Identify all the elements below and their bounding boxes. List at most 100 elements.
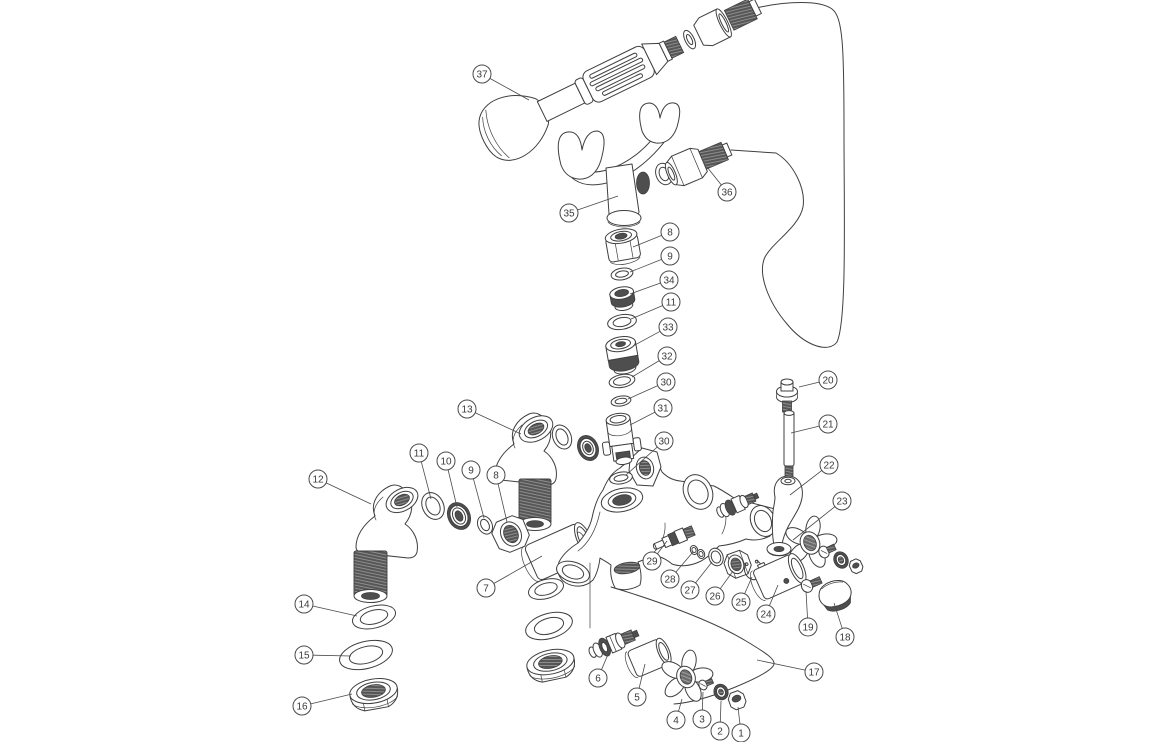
leader-line [577,195,619,211]
callout-2: 2 [710,700,730,741]
callout-circle [756,604,776,624]
tap-body-illustration [556,447,777,629]
o-ring-27-illustration [708,547,724,567]
callout-circle [705,586,725,606]
callout-circle [486,465,506,485]
callout-19: 19 [798,590,818,637]
callout-number: 11 [666,297,677,308]
callout-33: 33 [632,317,678,347]
leader-line [657,540,668,555]
leader-line [701,691,704,711]
callout-11: 11 [630,292,681,320]
callout-number: 10 [440,456,452,467]
callout-1: 1 [731,706,751,742]
leader-line [638,663,646,689]
callout-12: 12 [308,469,372,505]
washer-14-illustration [351,604,397,630]
callout-14: 14 [294,594,358,617]
callout-circle [294,594,314,614]
leader-line [312,605,358,617]
leader-line [447,469,458,508]
callout-35: 35 [559,195,619,223]
leader-line [601,651,610,670]
callout-number: 28 [664,574,676,585]
cross-handle-top-illustration [785,515,864,575]
callout-number: 13 [461,404,473,415]
cradle-knob-illustration [636,171,650,195]
leader-line [629,282,661,295]
callout-number: 29 [646,556,658,567]
washer-11-illustration [421,492,445,520]
body-right-port-illustration [682,474,714,510]
valve-cartridge-6-illustration [588,629,640,658]
callout-circle [717,182,737,202]
callout-number: 14 [298,599,310,610]
callout-circle [731,592,751,612]
callout-circle [666,710,686,730]
callout-number: 35 [563,208,575,219]
callout-36: 36 [706,166,737,202]
callout-34: 34 [629,270,679,295]
o-ring-30-lower-illustration [609,471,633,485]
callout-16: 16 [292,693,353,716]
callout-number: 25 [735,597,747,608]
callout-number: 9 [468,465,474,476]
leader-line [310,693,353,705]
o-ring-9-illustration [476,515,494,535]
callout-circle [294,645,314,665]
right-pillar-leg-illustration [494,412,557,531]
callout-circle [461,460,481,480]
callout-circle [832,491,852,511]
callout-number: 12 [312,474,324,485]
leader-line [625,446,658,476]
callout-10: 10 [436,451,458,508]
leader-line [629,258,662,273]
o-ring-32-illustration [608,373,636,389]
leader-line [489,78,530,101]
callout-number: 5 [634,692,640,703]
seal-34-illustration [609,286,636,312]
body-valve-boss-illustration [749,505,777,537]
leader-line [719,700,722,723]
leader-line [675,551,694,573]
leader-line [790,425,820,434]
shroud-24-illustration [749,553,807,601]
callout-15: 15 [294,645,352,665]
callout-number: 17 [808,667,820,678]
callout-circle [627,687,647,707]
callout-number: 31 [657,403,669,414]
callout-circle [658,317,678,337]
gland-10-illustration [446,502,472,530]
callout-number: 3 [699,714,705,725]
valve-row-illustration [652,492,852,612]
callout-circle [472,64,492,84]
body-left-leg-opening-illustration [556,560,590,584]
callout-number: 15 [298,650,310,661]
nut-8-top-illustration [604,228,641,265]
shower-handset-illustration [478,0,762,161]
callout-circle [653,398,673,418]
callout-circle [660,246,680,266]
leader-line [706,166,722,186]
callout-circle [804,662,824,682]
callout-number: 21 [822,419,834,430]
callout-number: 4 [673,715,679,726]
body-left-port-illustration [600,487,644,513]
leader-line [497,483,508,523]
callout-31: 31 [629,398,673,426]
pop-up-rod-illustration [776,378,798,477]
screw-3-illustration [698,678,715,691]
leader-line [472,478,485,519]
callout-9: 9 [461,460,485,519]
callout-28: 28 [660,551,694,589]
callout-number: 23 [836,496,848,507]
callout-circle [660,569,680,589]
callout-circle [661,292,681,312]
backnut-16-illustration [347,674,401,714]
callout-3: 3 [692,691,712,729]
callout-number: 2 [717,726,723,737]
callout-number: 8 [493,470,499,481]
body-shower-boss-illustration [628,447,662,487]
leader-line [769,584,779,606]
